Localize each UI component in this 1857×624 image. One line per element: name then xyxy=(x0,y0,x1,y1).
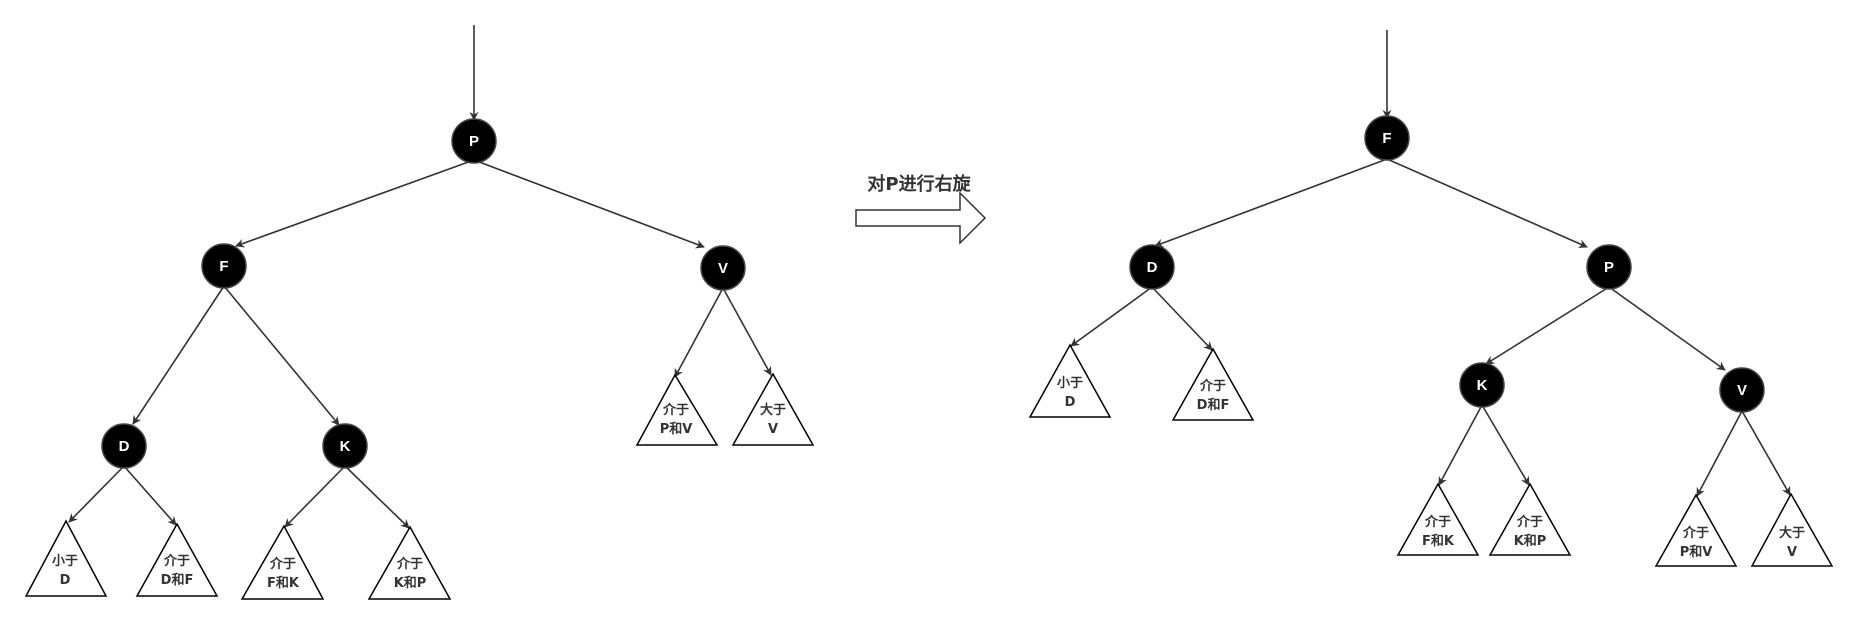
subtree-f-k: 介于 F和K xyxy=(240,524,325,600)
right-arrow-icon xyxy=(855,191,987,245)
transform-arrow: 对P进行右旋 xyxy=(855,173,987,245)
after-tree: F D P K V 小于 D 介于 D和F xyxy=(1028,30,1834,567)
subtree-p-v-after: 介于 P和V xyxy=(1654,493,1738,567)
subtree-lt-d: 小于 D xyxy=(24,519,108,597)
node-v-label: V xyxy=(718,260,728,277)
edge-f-k xyxy=(223,285,340,426)
subtree-k-p-line1: 介于 xyxy=(396,556,423,572)
edge-v-gtv-after xyxy=(1741,410,1791,496)
edge-k-kp-after xyxy=(1481,404,1530,486)
node-f-after-label: F xyxy=(1382,130,1391,147)
subtree-lt-d-after: 小于 D xyxy=(1028,343,1112,418)
edge-v-pv-after xyxy=(1696,410,1743,497)
edge-f-d xyxy=(132,285,225,425)
transform-caption: 对P进行右旋 xyxy=(867,173,971,195)
node-v: V xyxy=(700,245,746,291)
subtree-gt-v: 大于 V xyxy=(731,372,815,446)
subtree-p-v-after-line1: 介于 xyxy=(1682,525,1709,541)
subtree-f-k-line1: 介于 xyxy=(269,556,296,572)
edge-p-v-after xyxy=(1608,286,1726,371)
subtree-p-v-after-line2: P和V xyxy=(1680,544,1713,560)
subtree-lt-d-after-line1: 小于 xyxy=(1057,376,1083,391)
edge-p-v xyxy=(473,159,705,249)
subtree-d-f-line2: D和F xyxy=(161,572,194,588)
subtree-gt-v-after-line2: V xyxy=(1787,545,1797,560)
edge-p-f xyxy=(235,159,475,248)
node-f-after: F xyxy=(1364,115,1410,161)
subtree-d-f-after-line2: D和F xyxy=(1197,397,1230,413)
edge-v-pv xyxy=(674,287,724,378)
edge-p-k-after xyxy=(1485,286,1610,365)
node-p-label: P xyxy=(469,133,479,150)
subtree-f-k-line2: F和K xyxy=(267,575,300,591)
subtree-d-f: 介于 D和F xyxy=(135,522,219,597)
subtree-p-v-line1: 介于 xyxy=(662,402,689,418)
node-k-label: K xyxy=(340,438,351,455)
subtree-gt-v-after-line1: 大于 xyxy=(1779,525,1805,541)
node-d: D xyxy=(101,423,147,469)
edge-k-kp xyxy=(344,465,410,529)
node-v-after-label: V xyxy=(1737,382,1747,399)
edge-k-fk-after xyxy=(1438,404,1483,486)
node-d-after: D xyxy=(1129,244,1175,290)
node-k: K xyxy=(322,423,368,469)
subtree-p-v: 介于 P和V xyxy=(635,373,719,446)
subtree-d-f-after-line1: 介于 xyxy=(1199,378,1226,394)
subtree-d-f-after: 介于 D和F xyxy=(1171,347,1255,421)
node-f-label: F xyxy=(219,258,228,275)
node-p-after: P xyxy=(1586,244,1632,290)
node-d-label: D xyxy=(119,438,130,455)
subtree-k-p-line2: K和P xyxy=(394,575,427,591)
subtree-k-p-after-line1: 介于 xyxy=(1516,514,1543,530)
subtree-k-p-after-line2: K和P xyxy=(1514,533,1547,549)
edge-d-df-after xyxy=(1151,286,1213,351)
subtree-gt-v-line1: 大于 xyxy=(760,402,786,418)
subtree-f-k-after: 介于 F和K xyxy=(1396,482,1480,556)
subtree-lt-d-line2: D xyxy=(60,573,71,588)
subtree-gt-v-line2: V xyxy=(768,422,778,437)
node-v-after: V xyxy=(1719,367,1765,413)
node-k-after-label: K xyxy=(1477,377,1488,394)
subtree-k-p-after: 介于 K和P xyxy=(1488,482,1572,556)
subtree-lt-d-after-line2: D xyxy=(1065,395,1076,410)
node-p: P xyxy=(451,118,497,164)
edge-f-d-after xyxy=(1154,158,1388,248)
edge-d-df xyxy=(123,465,177,526)
edge-d-lt xyxy=(68,465,125,523)
subtree-f-k-after-line2: F和K xyxy=(1422,533,1455,549)
edge-k-fk xyxy=(284,465,346,528)
node-d-after-label: D xyxy=(1147,259,1158,276)
edge-f-p-after xyxy=(1386,158,1588,248)
node-k-after: K xyxy=(1459,362,1505,408)
subtree-lt-d-line1: 小于 xyxy=(52,554,78,569)
subtree-p-v-line2: P和V xyxy=(660,421,693,437)
edge-v-gtv xyxy=(722,287,772,376)
edge-d-lt-after xyxy=(1070,286,1153,347)
before-tree: P F V D K 小于 D 介于 D和F xyxy=(24,25,815,600)
subtree-d-f-line1: 介于 xyxy=(163,553,190,569)
subtree-f-k-after-line1: 介于 xyxy=(1424,514,1451,530)
subtree-gt-v-after: 大于 V xyxy=(1750,492,1834,567)
node-p-after-label: P xyxy=(1604,259,1614,276)
subtree-k-p: 介于 K和P xyxy=(367,525,452,600)
node-f: F xyxy=(201,243,247,289)
